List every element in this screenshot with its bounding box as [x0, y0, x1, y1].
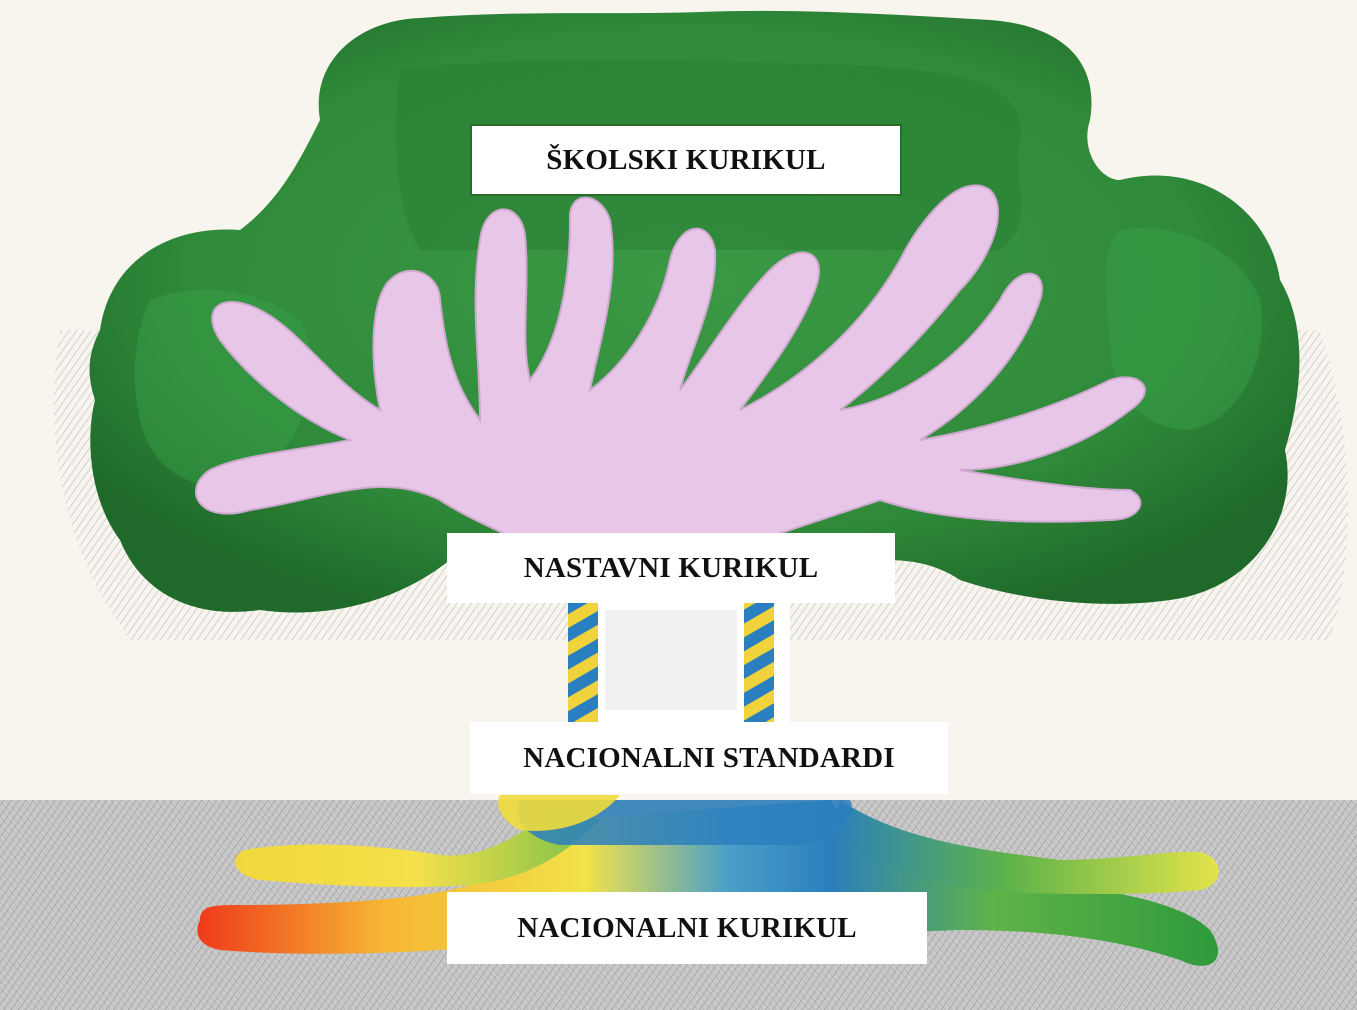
label-nacionalni-standardi: NACIONALNI STANDARDI: [470, 722, 948, 794]
tree-trunk: [568, 603, 790, 723]
label-nastavni-kurikul: NASTAVNI KURIKUL: [447, 533, 895, 603]
label-nacionalni-kurikul: NACIONALNI KURIKUL: [447, 892, 927, 964]
label-skolski-kurikul: ŠKOLSKI KURIKUL: [470, 124, 902, 196]
